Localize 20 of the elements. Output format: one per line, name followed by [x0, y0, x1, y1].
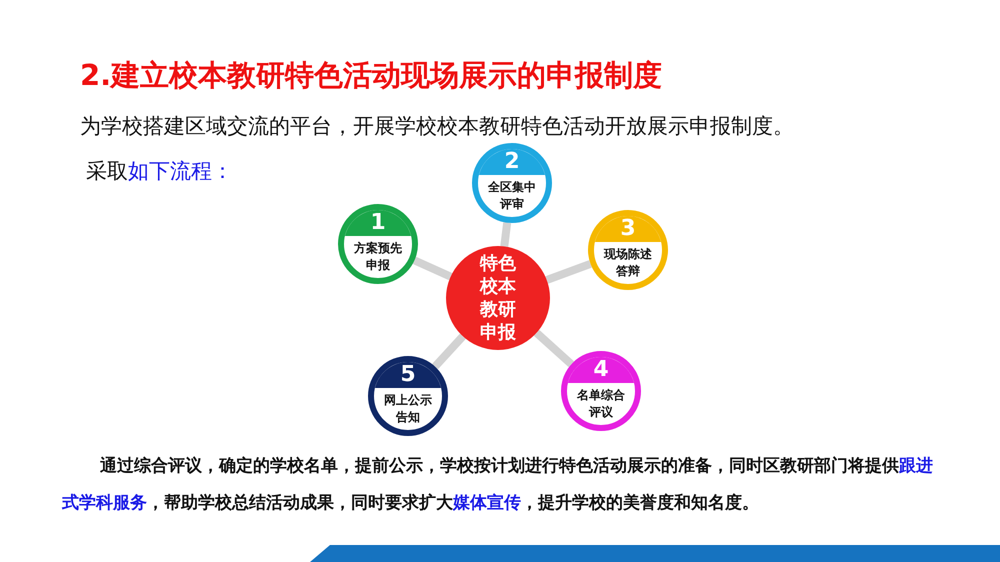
connector-line	[412, 256, 452, 280]
number-band: 2	[478, 149, 546, 175]
summary-paragraph: 通过综合评议，确定的学校名单，提前公示，学校按计划进行特色活动展示的准备，同时区教研部门将提供跟进式学科服务，帮助学校总结活动成果，同时要求扩大媒体宣传，提升学校的美誉度和知名度。	[62, 455, 934, 515]
process-intro: 采取如下流程：	[86, 158, 233, 185]
intro-text: 为学校搭建区域交流的平台，开展学校校本教研特色活动开放展示申报制度。	[80, 113, 794, 140]
connector-line	[432, 334, 466, 370]
step-label: 网上公示告知	[383, 392, 433, 426]
number-band: 3	[594, 216, 662, 242]
center-circle: 特色校本教研申报	[446, 246, 550, 350]
step-label: 方案预先申报	[353, 240, 403, 274]
step-label: 全区集中评审	[487, 179, 537, 213]
step-label: 名单综合评议	[576, 387, 626, 421]
number-band: 1	[344, 210, 412, 236]
title: 2.建立校本教研特色活动现场展示的申报制度	[80, 57, 662, 94]
number-band: 5	[374, 362, 442, 388]
connector-line	[534, 330, 574, 368]
connector-line	[545, 260, 592, 284]
number-band: 4	[567, 357, 635, 383]
step-label: 现场陈述答辩	[603, 246, 653, 280]
connector-line	[500, 222, 512, 247]
